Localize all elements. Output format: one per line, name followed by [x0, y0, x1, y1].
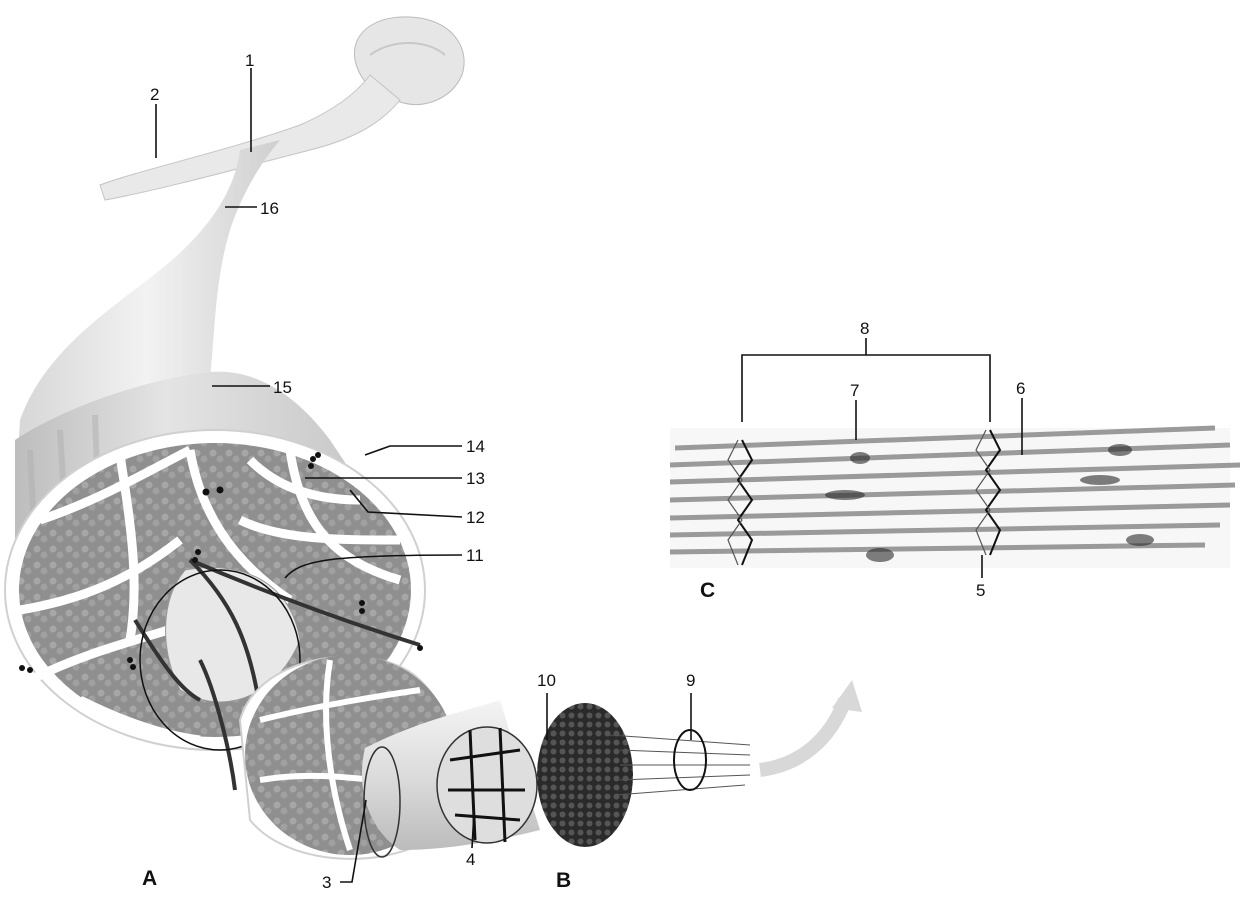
curved-arrow [760, 700, 845, 770]
filament-ring [674, 730, 706, 790]
label-1: 1 [245, 51, 254, 70]
label-2: 2 [150, 85, 159, 104]
label-7: 7 [850, 381, 859, 400]
label-5: 5 [976, 581, 985, 600]
myofibril-bundle [437, 727, 537, 843]
label-15: 15 [273, 378, 292, 397]
label-4: 4 [466, 850, 475, 869]
panel-label-c: C [700, 579, 715, 602]
label-11: 11 [466, 546, 484, 565]
label-14: 14 [466, 437, 485, 456]
label-12: 12 [466, 508, 485, 527]
label-9: 9 [686, 671, 695, 690]
label-16: 16 [260, 199, 279, 218]
panel-label-a: A [142, 867, 157, 890]
sarcomere-illustration-c [670, 428, 1240, 568]
label-13: 13 [466, 469, 485, 488]
label-6: 6 [1016, 379, 1025, 398]
label-8: 8 [860, 319, 869, 338]
label-3: 3 [322, 873, 331, 892]
myofibril-end [537, 703, 633, 847]
label-10: 10 [537, 671, 556, 690]
panel-label-b: B [556, 869, 571, 892]
